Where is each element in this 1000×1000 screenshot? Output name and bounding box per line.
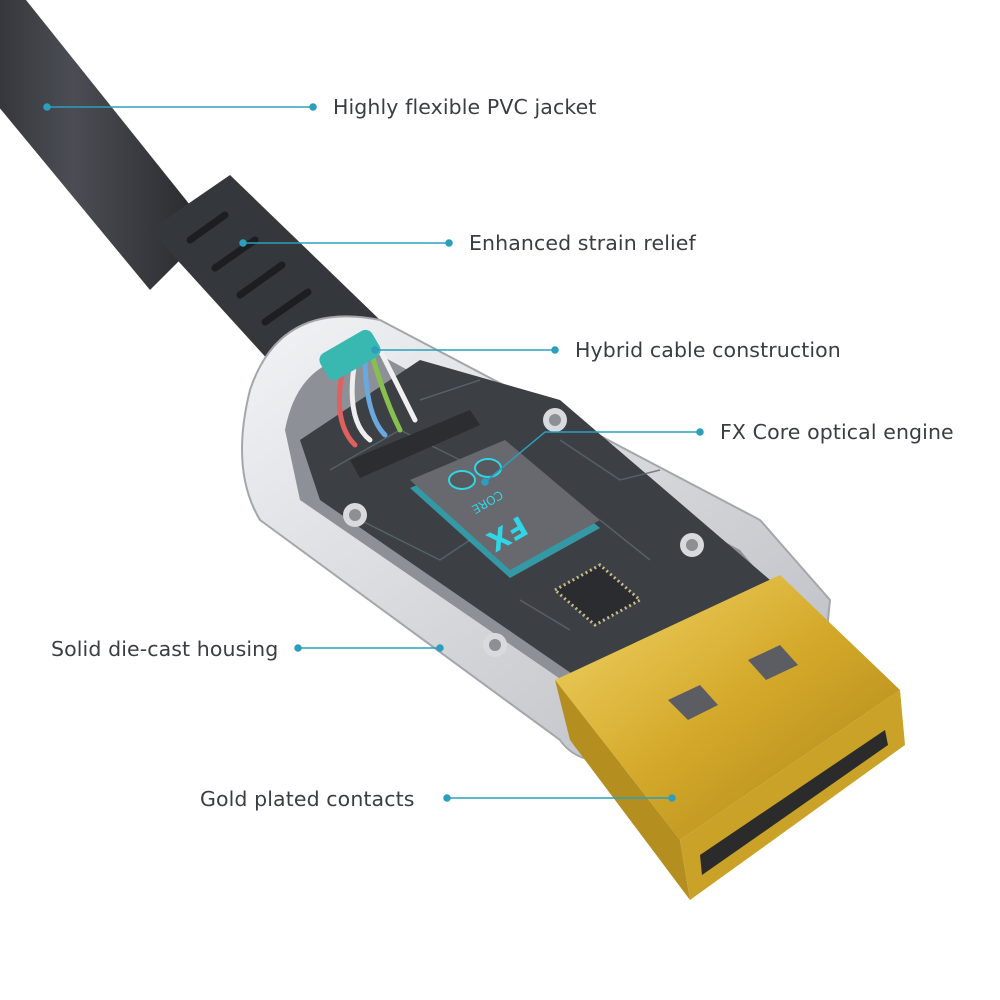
callout-label-jacket: Highly flexible PVC jacket xyxy=(333,95,597,119)
callout-line-engine xyxy=(484,431,700,483)
callout-label-contacts: Gold plated contacts xyxy=(200,787,415,811)
gold-connector xyxy=(555,575,905,900)
fx-core-chip: FX CORE xyxy=(410,440,643,627)
callout-lines xyxy=(43,103,704,802)
callout-label-engine: FX Core optical engine xyxy=(720,420,954,444)
callout-label-cable: Hybrid cable construction xyxy=(575,338,841,362)
callout-label-housing: Solid die-cast housing xyxy=(51,637,279,661)
callout-label-strain-relief: Enhanced strain relief xyxy=(469,231,696,255)
cable-jacket xyxy=(0,0,210,290)
hybrid-cable-wires xyxy=(319,329,480,478)
